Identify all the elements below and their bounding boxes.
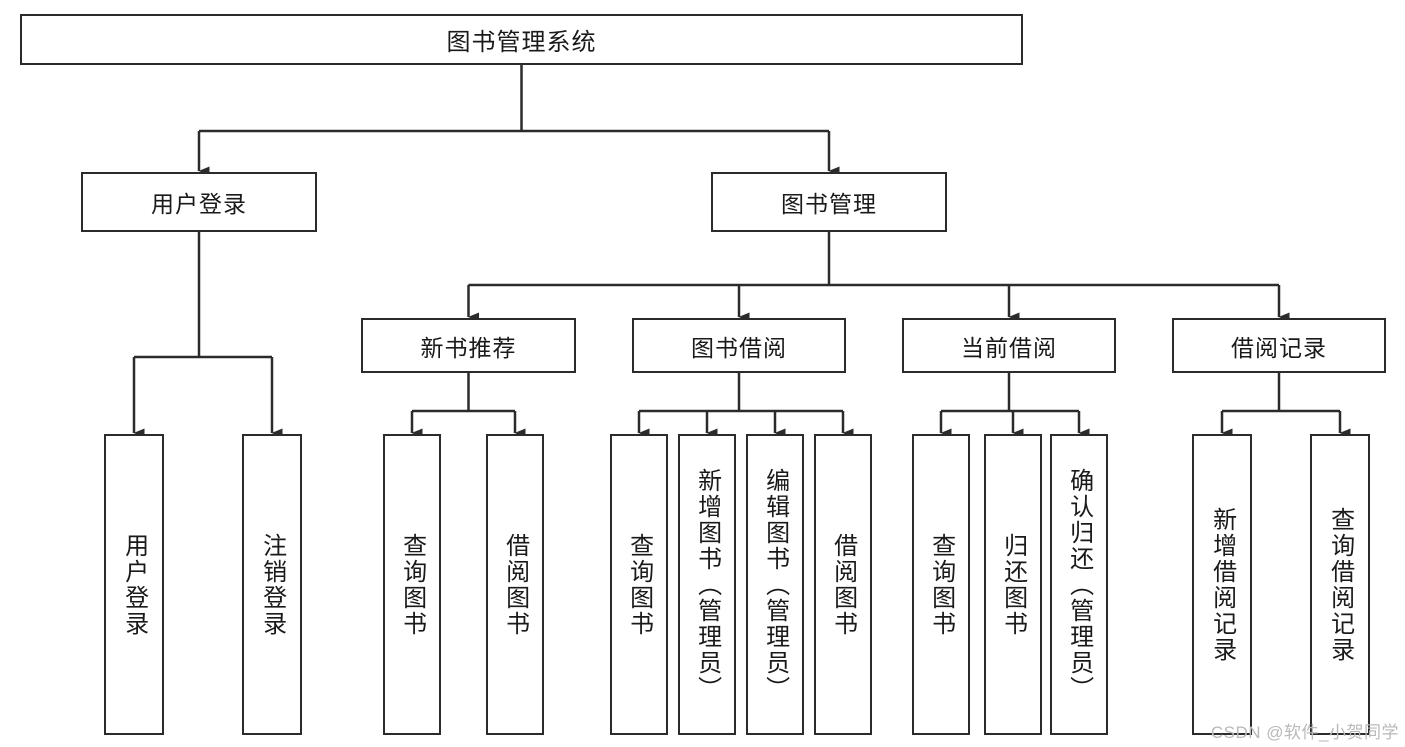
node-label: 查询图书	[927, 532, 955, 637]
node-leaf-user-login[interactable]: 用户登录	[104, 434, 164, 735]
node-label: 确认归还（管理员）	[1065, 467, 1093, 702]
node-label: 借阅图书	[829, 532, 857, 637]
node-root[interactable]: 图书管理系统	[20, 14, 1023, 65]
node-label: 借阅图书	[501, 532, 529, 637]
node-label: 查询图书	[398, 532, 426, 637]
node-leaf-rec-borrow[interactable]: 借阅图书	[486, 434, 544, 735]
node-label: 查询借阅记录	[1326, 506, 1354, 663]
node-leaf-rec-query[interactable]: 查询图书	[383, 434, 441, 735]
node-label: 归还图书	[999, 532, 1027, 637]
node-label: 用户登录	[120, 532, 148, 637]
node-label: 新增借阅记录	[1208, 506, 1236, 663]
node-leaf-br-add[interactable]: 新增图书（管理员）	[678, 434, 736, 735]
node-label: 用户登录	[151, 191, 247, 217]
node-label: 新书推荐	[420, 334, 517, 361]
node-label: 编辑图书（管理员）	[761, 467, 789, 702]
node-current-borrow[interactable]: 当前借阅	[902, 318, 1116, 373]
node-user-login[interactable]: 用户登录	[81, 172, 317, 232]
node-leaf-br-edit[interactable]: 编辑图书（管理员）	[746, 434, 804, 735]
node-label: 新增图书（管理员）	[693, 467, 721, 702]
node-leaf-rec-search[interactable]: 查询借阅记录	[1310, 434, 1370, 735]
watermark: CSDN @软件_小贺同学	[1210, 723, 1399, 742]
node-label: 图书管理系统	[446, 29, 597, 56]
node-label: 查询图书	[625, 532, 653, 637]
node-leaf-cur-return[interactable]: 归还图书	[984, 434, 1042, 735]
node-leaf-br-query[interactable]: 查询图书	[610, 434, 668, 735]
node-book-borrow[interactable]: 图书借阅	[632, 318, 846, 373]
node-label: 借阅记录	[1231, 334, 1327, 361]
node-leaf-br-borrow[interactable]: 借阅图书	[814, 434, 872, 735]
node-borrow-record[interactable]: 借阅记录	[1172, 318, 1386, 373]
node-leaf-rec-add[interactable]: 新增借阅记录	[1192, 434, 1252, 735]
node-new-book-rec[interactable]: 新书推荐	[361, 318, 576, 373]
node-leaf-cur-confirm[interactable]: 确认归还（管理员）	[1050, 434, 1108, 735]
node-book-manage[interactable]: 图书管理	[711, 172, 947, 232]
edges	[132, 65, 1351, 438]
node-label: 注销登录	[258, 532, 286, 637]
node-label: 图书借阅	[691, 334, 787, 361]
node-label: 当前借阅	[961, 334, 1057, 361]
node-leaf-user-logout[interactable]: 注销登录	[242, 434, 302, 735]
node-leaf-cur-query[interactable]: 查询图书	[912, 434, 970, 735]
node-label: 图书管理	[781, 191, 877, 217]
